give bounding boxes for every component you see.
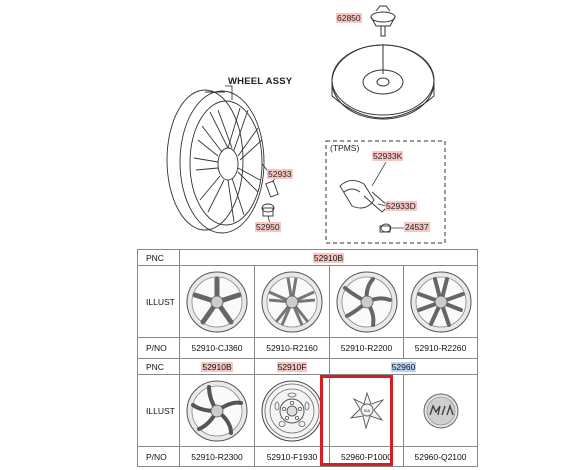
spare-tire-illustration [331, 5, 435, 120]
wheel-assy-title: WHEEL ASSY [228, 76, 293, 87]
pnc-header: PNC [137, 249, 180, 266]
alloy-wheel-icon [186, 271, 248, 332]
part-label-62850: 62850 [336, 13, 362, 23]
part-number-1[interactable]: 52910-CJ360 [179, 337, 255, 359]
table-row: P/NO 52910-CJ360 52910-R2160 52910-R2200… [137, 337, 478, 359]
part-number-4[interactable]: 52910-R2260 [403, 337, 478, 359]
alloy-wheel-icon [336, 271, 397, 332]
pnc-value-52960: 52960 [390, 361, 417, 372]
pnc-value: 52910B [312, 252, 345, 263]
pnc-value-cell-4: 52960 [329, 358, 478, 375]
wheel-illust-4[interactable] [403, 265, 478, 338]
alloy-wheel-icon [186, 380, 248, 441]
tpms-sensor-illustration [339, 180, 392, 233]
part-number-2[interactable]: 52910-R2160 [254, 337, 330, 359]
steel-wheel-icon [261, 380, 323, 441]
part-label-24537: 24537 [404, 222, 430, 232]
wheel-nut-illustration [261, 203, 275, 217]
tpms-box [325, 140, 446, 244]
wheel-illust-1[interactable] [179, 265, 255, 338]
svg-text:KIA: KIA [363, 408, 370, 413]
table-row: PNC 52910B [137, 249, 478, 266]
alloy-wheel-icon [410, 271, 471, 332]
table-row: PNC 52910B 52910F 52960 [137, 358, 478, 375]
pnc-value-cell: 52910B [179, 249, 478, 266]
table-row: ILLUST [137, 374, 478, 447]
pnc-value-52910b: 52910B [201, 361, 233, 372]
table-row: ILLUST [137, 265, 478, 338]
part-label-52933D: 52933D [385, 201, 417, 211]
wheel-illust-3[interactable] [329, 265, 404, 338]
center-cap-illust-2[interactable] [403, 374, 478, 447]
part-number-8[interactable]: 52960-Q2100 [403, 446, 478, 467]
wheel-assembly-illustration [166, 89, 265, 234]
center-cap-icon: KIA [349, 391, 384, 430]
illust-header: ILLUST [137, 265, 180, 338]
pnc-value-cell-3: 52910F [254, 358, 330, 375]
illust-header-2: ILLUST [137, 374, 180, 447]
wheel-illust-5[interactable] [179, 374, 255, 447]
parts-table: PNC 52910B ILLUST [137, 249, 478, 467]
table-row: P/NO 52910-R2300 52910-F1930 52960-P1000… [137, 446, 478, 467]
part-number-5[interactable]: 52910-R2300 [179, 446, 255, 467]
part-label-52933: 52933 [267, 169, 293, 179]
pnc-value-52910f: 52910F [276, 361, 308, 372]
part-number-3[interactable]: 52910-R2200 [329, 337, 404, 359]
alloy-wheel-icon [261, 271, 323, 332]
selection-highlight-box [320, 375, 393, 466]
kia-emblem-cap-icon [423, 393, 458, 428]
wheel-illust-2[interactable] [254, 265, 330, 338]
wheel-assy-leader [225, 85, 233, 100]
exploded-diagram [166, 5, 446, 244]
pnc-value-cell-2: 52910B [179, 358, 255, 375]
pno-header: P/NO [137, 337, 180, 359]
part-label-52950: 52950 [255, 222, 281, 232]
part-number-6[interactable]: 52910-F1930 [254, 446, 330, 467]
pnc-header-2: PNC [137, 358, 180, 375]
wheel-illust-6[interactable] [254, 374, 330, 447]
part-label-52933K: 52933K [372, 151, 404, 161]
tpms-title: (TPMS) [330, 143, 360, 153]
pno-header-2: P/NO [137, 446, 180, 467]
